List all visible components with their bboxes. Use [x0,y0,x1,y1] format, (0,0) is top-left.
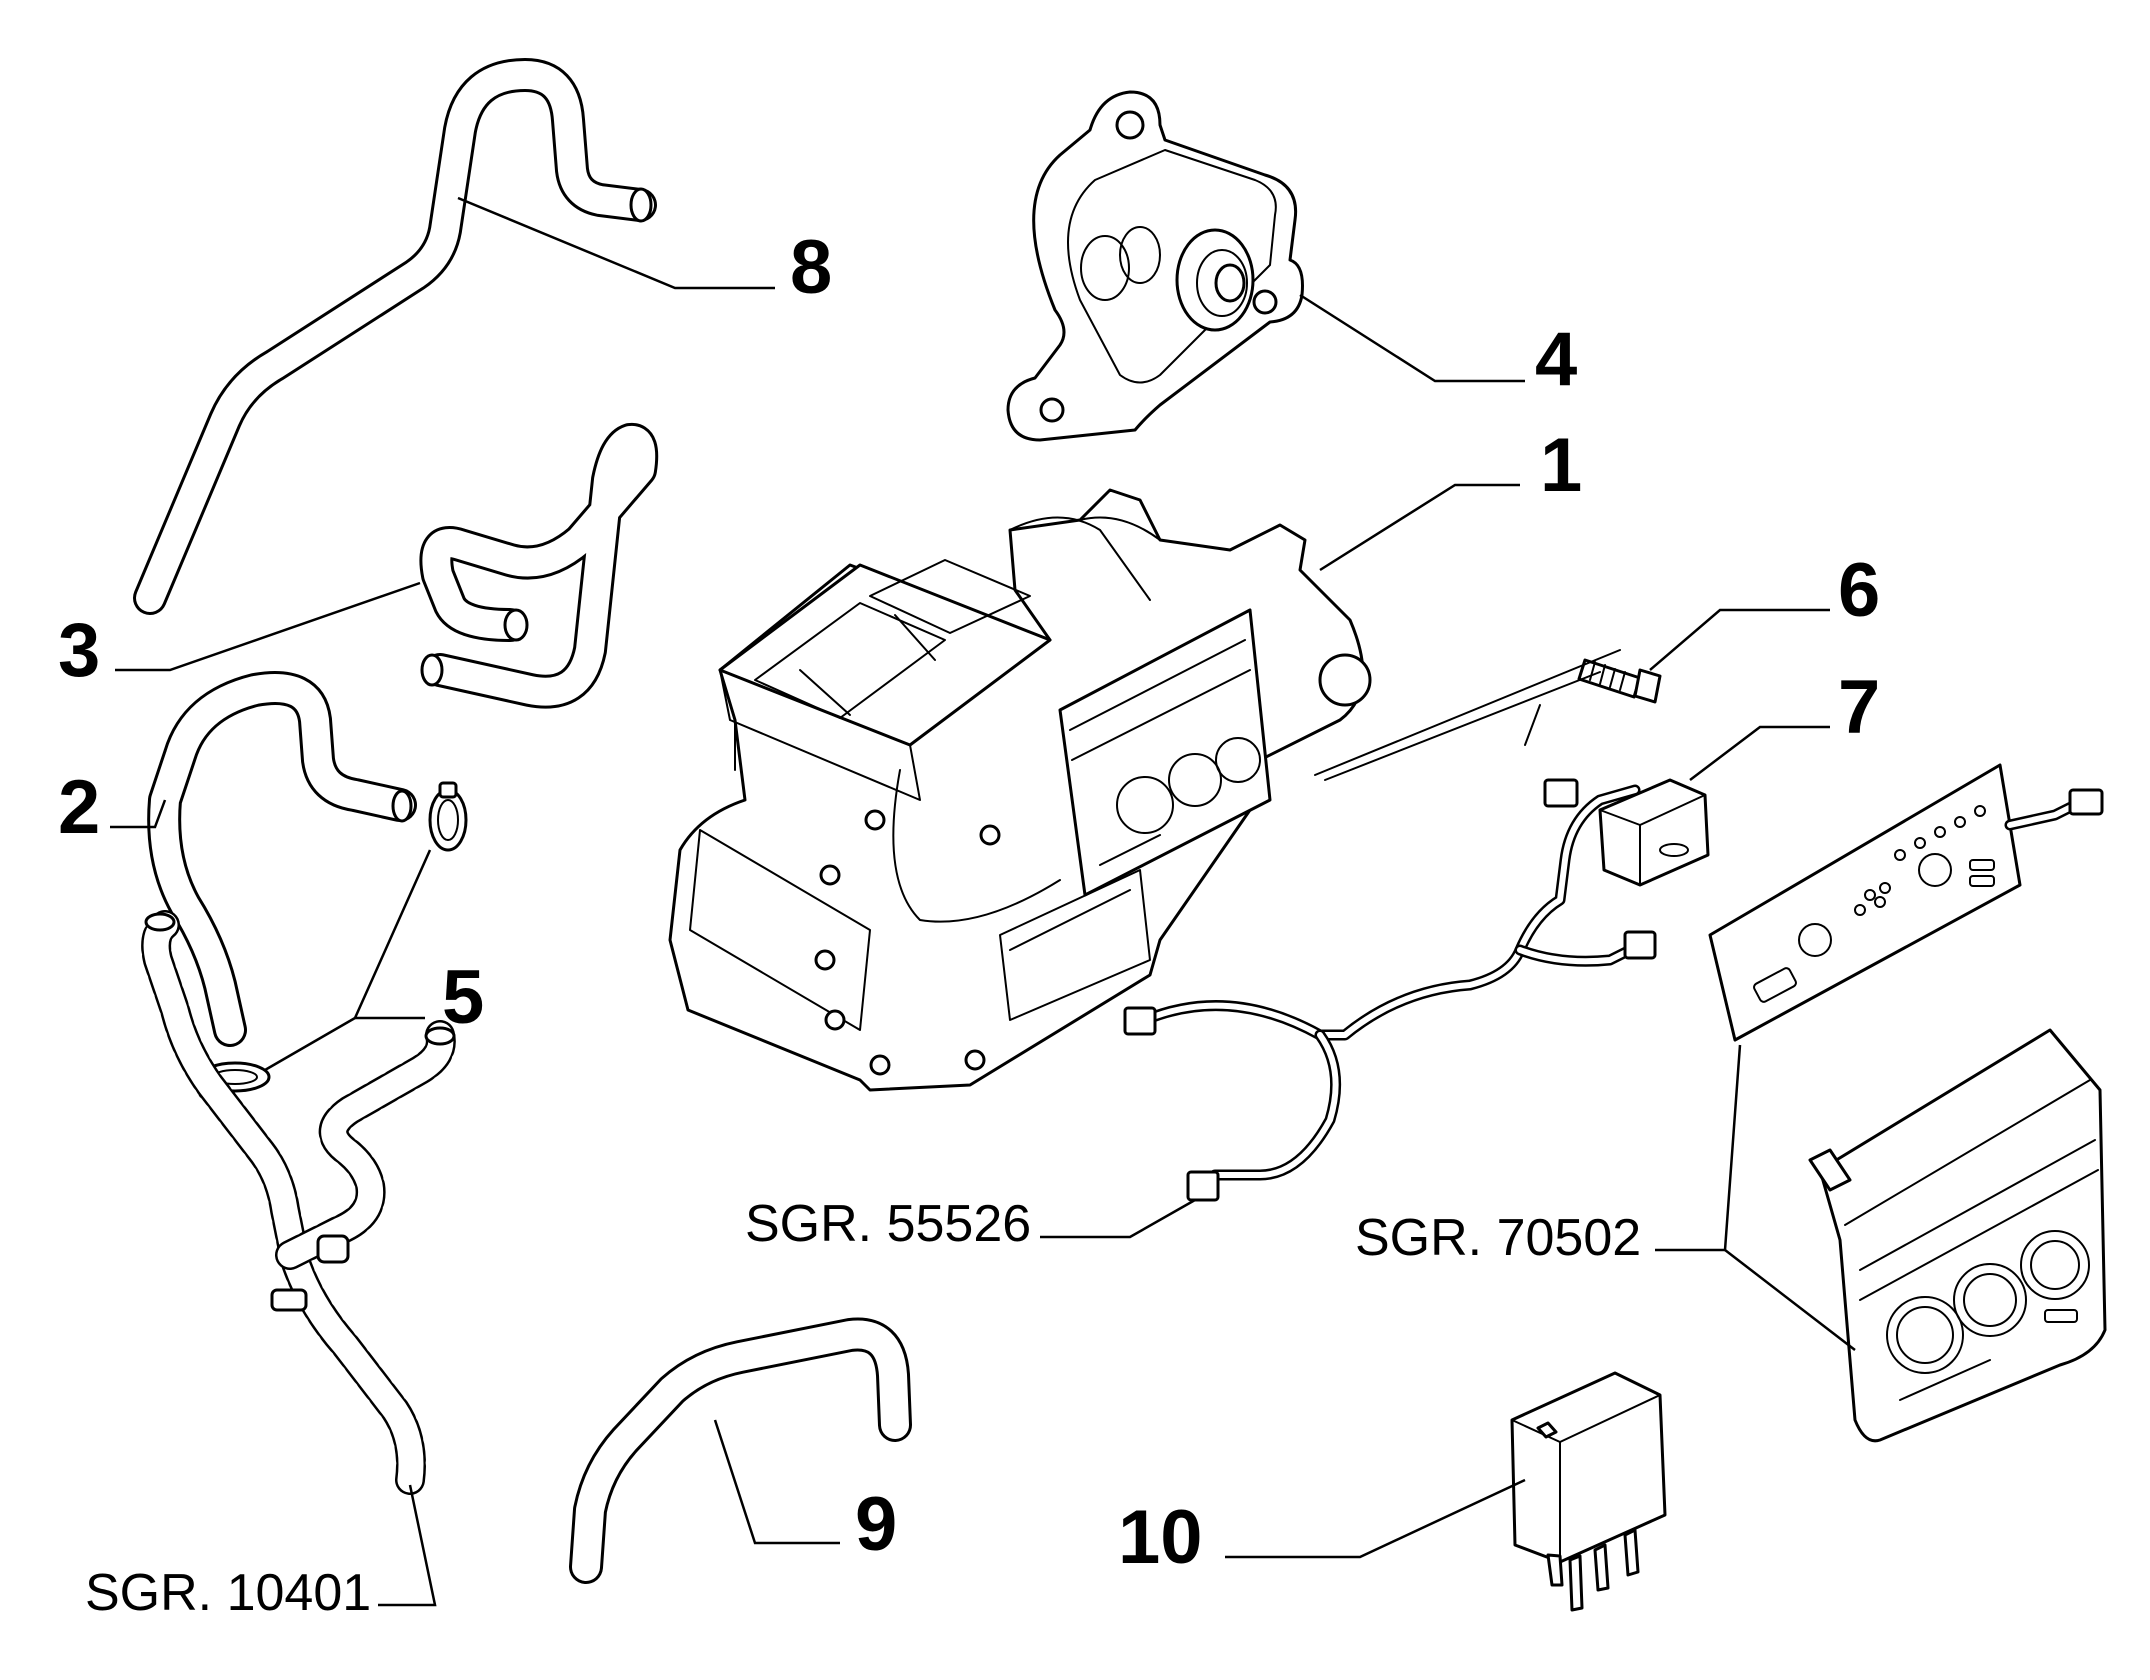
hose-9[interactable] [569,1317,912,1584]
callout-1: 1 [1540,423,1583,508]
callout-6: 6 [1838,548,1881,633]
reference-sgr-10401: SGR. 10401 [85,1564,372,1622]
callout-2: 2 [58,765,101,850]
relay-10[interactable] [1510,1371,1667,1612]
flange-cover-4[interactable] [1006,90,1304,442]
reference-sgr-70502: SGR. 70502 [1355,1209,1642,1267]
hose-assembly-sgr-10401[interactable] [141,910,456,1495]
callout-7: 7 [1838,665,1881,750]
leader-lines [110,196,1856,1607]
screw-6[interactable] [1577,658,1662,704]
hose-8[interactable] [133,58,657,615]
control-panel-sgr-70502[interactable] [1708,763,2107,1443]
callout-3: 3 [58,608,101,693]
callout-9: 9 [855,1482,898,1567]
reference-sgr-55526: SGR. 55526 [745,1195,1032,1253]
hose-2[interactable] [147,671,417,1047]
heater-unit-1[interactable] [668,488,1372,1092]
cap-7[interactable] [1598,778,1710,887]
hose-3[interactable] [419,422,659,709]
callout-8: 8 [790,225,833,310]
callout-4: 4 [1535,317,1578,402]
hose-clamp-upper[interactable] [428,781,468,852]
callout-10: 10 [1118,1495,1203,1580]
callout-5: 5 [442,955,485,1040]
wiring-harness-sgr-55526[interactable] [1123,649,1657,1202]
